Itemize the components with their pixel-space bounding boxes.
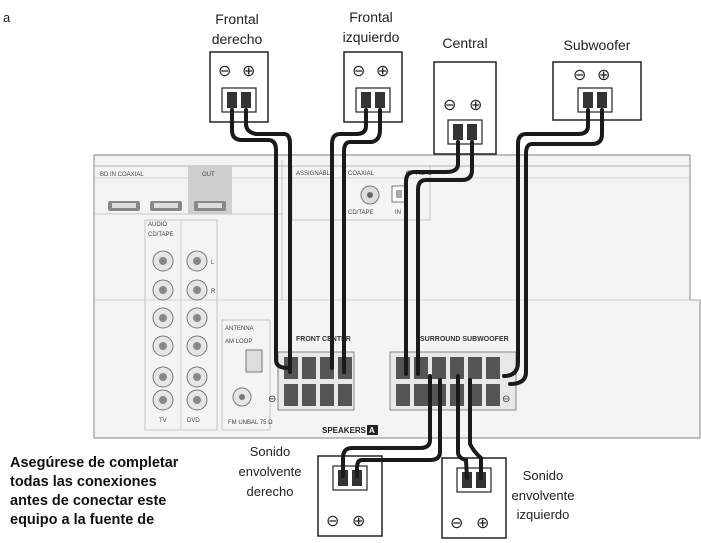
corner-label: a <box>3 10 11 25</box>
channel-r-label: R <box>211 289 216 295</box>
subwoofer-cable <box>502 108 590 378</box>
surround-right-speaker: Sonido envolvente derecho ⊖ ⊕ <box>239 444 383 537</box>
center-label: Central <box>442 35 487 51</box>
bd-in-label: BD IN COAXIAL <box>100 172 144 178</box>
notice-line: Asegúrese de completar <box>10 455 179 471</box>
center-cable <box>404 140 460 376</box>
cd-tape-label: CD/TAPE <box>148 232 174 238</box>
front-right-speaker: Frontal derecho ⊖ ⊕ <box>209 11 269 123</box>
front-left-speaker: Frontal izquierdo ⊖ ⊕ <box>343 9 403 123</box>
rca-jack <box>186 279 208 301</box>
front-left-label-1: Frontal <box>349 9 393 25</box>
antenna-label: ANTENNA <box>225 326 254 332</box>
rca-jack <box>186 335 208 357</box>
front-right-label-1: Frontal <box>215 11 259 27</box>
fm-unbal-label: FM UNBAL 75 Ω <box>228 420 273 426</box>
connection-notice: Asegúrese de completar todas las conexio… <box>10 454 225 530</box>
speakers-a-badge <box>367 425 378 435</box>
minus-symbol: ⊖ <box>326 513 339 530</box>
surround-left-label-2: envolvente <box>512 488 575 503</box>
front-center-label: FRONT CENTER <box>296 336 351 343</box>
front-minus-symbol: ⊖ <box>268 394 276 405</box>
speaker-terminal <box>320 357 334 406</box>
notice-line: todas las conexiones <box>10 474 157 490</box>
rca-jack <box>152 366 174 388</box>
plus-symbol: ⊕ <box>597 67 610 84</box>
surround-left-label-1: Sonido <box>523 468 563 483</box>
surround-right-cable <box>341 374 432 478</box>
rca-jack <box>152 307 174 329</box>
surround-right-label-3: derecho <box>247 484 294 499</box>
rca-jack <box>152 250 174 272</box>
receiver-back-panel: BD IN COAXIAL OUT ASSIGNABLE COAXIAL OPT… <box>93 154 701 439</box>
plus-symbol: ⊕ <box>352 513 365 530</box>
coaxial-label: COAXIAL <box>348 171 375 177</box>
surround-left-cable <box>468 378 483 480</box>
hdmi-port <box>194 201 226 211</box>
plus-symbol: ⊕ <box>476 515 489 532</box>
minus-symbol: ⊖ <box>218 63 231 80</box>
rca-jack <box>152 389 174 411</box>
rca-jack <box>186 307 208 329</box>
speaker-terminal <box>302 357 316 406</box>
subwoofer-label: Subwoofer <box>564 37 631 53</box>
hdmi-port <box>150 201 182 211</box>
hdmi-out-label: OUT <box>202 172 215 178</box>
subwoofer-speaker: Subwoofer ⊖ ⊕ <box>552 37 642 121</box>
coaxial-jack <box>360 185 380 205</box>
minus-symbol: ⊖ <box>443 97 456 114</box>
surround-right-label-1: Sonido <box>250 444 290 459</box>
optical-in-label: IN <box>395 210 401 216</box>
tv-label: TV <box>159 418 167 424</box>
minus-symbol: ⊖ <box>450 515 463 532</box>
speaker-terminal <box>486 357 500 406</box>
dvd-label: DVD <box>187 418 200 424</box>
front-left-cable <box>342 108 382 374</box>
front-right-cable <box>230 108 290 370</box>
surround-minus-symbol: ⊖ <box>502 394 510 405</box>
rca-jack <box>186 250 208 272</box>
rca-jack <box>152 279 174 301</box>
subwoofer-cable <box>508 108 604 386</box>
minus-symbol: ⊖ <box>352 63 365 80</box>
front-right-cable <box>244 108 292 374</box>
center-cable <box>416 140 474 376</box>
center-speaker: Central ⊖ ⊕ <box>433 35 497 155</box>
rca-jack <box>186 366 208 388</box>
speaker-cables <box>230 108 604 480</box>
front-left-cable <box>330 108 368 370</box>
speakers-label: SPEAKERS <box>322 426 367 435</box>
surround-left-cable <box>456 374 469 480</box>
minus-symbol: ⊖ <box>573 67 586 84</box>
coaxial-cd-tape-label: CD/TAPE <box>348 210 374 216</box>
front-right-label-2: derecho <box>212 31 263 47</box>
plus-symbol: ⊕ <box>469 97 482 114</box>
am-loop-terminal <box>245 349 263 373</box>
surround-left-speaker: Sonido envolvente izquierdo ⊖ ⊕ <box>441 457 575 539</box>
plus-symbol: ⊕ <box>376 63 389 80</box>
am-loop-label: AM LOOP <box>225 339 252 345</box>
notice-line: equipo a la fuente de <box>10 512 155 528</box>
rca-jack <box>152 335 174 357</box>
notice-line: antes de conectar este <box>10 493 167 509</box>
surround-left-label-3: izquierdo <box>517 507 570 522</box>
hdmi-port <box>108 201 140 211</box>
surround-right-cable <box>355 378 442 478</box>
channel-l-label: L <box>211 260 215 266</box>
speakers-a-letter: A <box>369 426 375 435</box>
audio-label: AUDIO <box>148 222 167 228</box>
surround-right-label-2: envolvente <box>239 464 302 479</box>
rca-jack <box>186 389 208 411</box>
assignable-label: ASSIGNABLE <box>296 171 334 177</box>
surround-subwoofer-label: SURROUND SUBWOOFER <box>420 336 509 343</box>
plus-symbol: ⊕ <box>242 63 255 80</box>
fm-antenna-jack <box>232 387 252 407</box>
optical-jack <box>391 185 407 203</box>
front-left-label-2: izquierdo <box>343 29 400 45</box>
